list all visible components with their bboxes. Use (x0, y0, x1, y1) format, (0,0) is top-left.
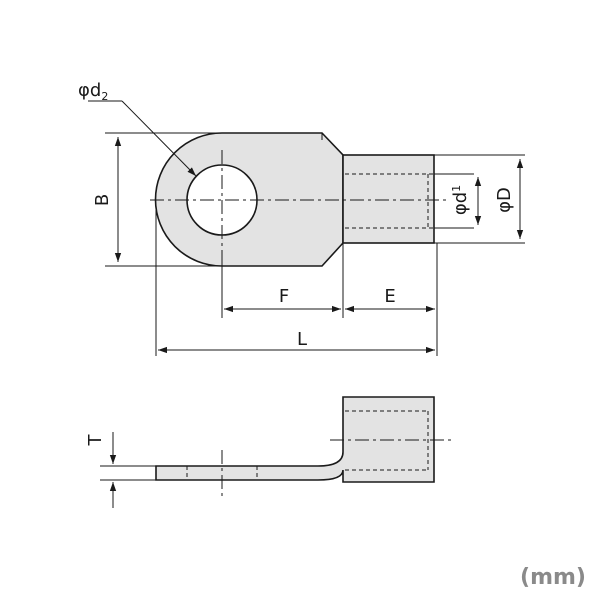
label-F: F (279, 286, 289, 307)
label-D: φD (494, 187, 515, 213)
unit-label: (mm) (520, 565, 586, 590)
label-T: T (85, 434, 106, 447)
side-profile (155, 396, 435, 483)
label-d1: φd1 (450, 185, 471, 215)
label-E: E (384, 286, 395, 307)
barrel-outline (342, 154, 435, 244)
top-view: φd2 B φd1 φD F E L (78, 80, 525, 356)
side-view: T (85, 396, 452, 508)
label-L: L (297, 329, 307, 350)
label-B: B (92, 194, 113, 206)
d2-label: φd2 (78, 80, 108, 103)
